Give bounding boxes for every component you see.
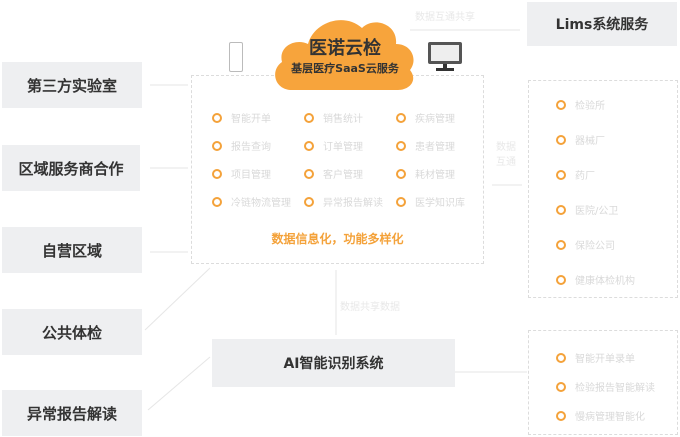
feature-label: 异常报告解读 xyxy=(323,198,383,209)
feature-label: 医学知识库 xyxy=(415,198,465,209)
feature-item: 项目管理 xyxy=(212,166,271,181)
bullet-ring-icon xyxy=(396,140,406,151)
feature-item: 客户管理 xyxy=(304,166,363,181)
feature-item: 异常报告解读 xyxy=(304,194,383,209)
feature-label: 报告查询 xyxy=(231,142,271,153)
left-box-self-operated: 自营区域 xyxy=(2,227,142,273)
bullet-ring-icon xyxy=(304,196,314,207)
bullet-ring-icon xyxy=(396,112,406,123)
ai-feature-item: 智能开单录单 xyxy=(556,350,635,365)
bullet-ring-icon xyxy=(556,169,566,180)
cloud-subtitle: 基层医疗SaaS云服务 xyxy=(291,62,399,75)
bullet-ring-icon xyxy=(396,168,406,179)
feature-label: 疾病管理 xyxy=(415,114,455,125)
feature-item: 冷链物流管理 xyxy=(212,194,291,209)
partner-item: 健康体检机构 xyxy=(556,272,635,287)
partner-item: 药厂 xyxy=(556,167,595,182)
partner-label: 器械厂 xyxy=(575,136,605,147)
ai-feature-label: 检验报告智能解读 xyxy=(575,383,655,394)
bullet-ring-icon xyxy=(304,168,314,179)
desktop-monitor-icon xyxy=(428,42,462,71)
feature-item: 疾病管理 xyxy=(396,110,455,125)
connector-label-bottom: 数据共享数据 xyxy=(340,302,400,313)
feature-item: 订单管理 xyxy=(304,138,363,153)
feature-item: 医学知识库 xyxy=(396,194,465,209)
feature-label: 销售统计 xyxy=(323,114,363,125)
lims-partner-panel xyxy=(528,80,678,298)
left-box-public-checkup: 公共体检 xyxy=(2,309,142,355)
bullet-ring-icon xyxy=(304,112,314,123)
connector-label-top: 数据互通共享 xyxy=(415,12,475,23)
partner-item: 器械厂 xyxy=(556,132,605,147)
bullet-ring-icon xyxy=(212,168,222,179)
ai-feature-label: 智能开单录单 xyxy=(575,354,635,365)
ai-recognition-box: AI智能识别系统 xyxy=(212,339,455,387)
feature-label: 订单管理 xyxy=(323,142,363,153)
ai-feature-item: 慢病管理智能化 xyxy=(556,408,645,423)
ai-feature-panel xyxy=(528,330,678,435)
partner-label: 保险公司 xyxy=(575,241,615,252)
connector-label-middle: 数据 互通 xyxy=(496,142,516,168)
partner-item: 保险公司 xyxy=(556,237,615,252)
feature-label: 项目管理 xyxy=(231,170,271,181)
cloud-title: 医诺云检 xyxy=(309,38,381,59)
partner-label: 药厂 xyxy=(575,171,595,182)
bullet-ring-icon xyxy=(396,196,406,207)
bullet-ring-icon xyxy=(556,239,566,250)
bullet-ring-icon xyxy=(212,112,222,123)
ai-feature-label: 慢病管理智能化 xyxy=(575,412,645,423)
bullet-ring-icon xyxy=(212,196,222,207)
bullet-ring-icon xyxy=(304,140,314,151)
bullet-ring-icon xyxy=(556,204,566,215)
left-box-abnormal-report: 异常报告解读 xyxy=(2,390,142,436)
bullet-ring-icon xyxy=(556,352,566,363)
feature-label: 智能开单 xyxy=(231,114,271,125)
mobile-phone-icon xyxy=(229,42,243,72)
bullet-ring-icon xyxy=(212,140,222,151)
feature-label: 耗材管理 xyxy=(415,170,455,181)
feature-item: 销售统计 xyxy=(304,110,363,125)
feature-item: 报告查询 xyxy=(212,138,271,153)
left-box-third-party-lab: 第三方实验室 xyxy=(2,62,142,108)
bullet-ring-icon xyxy=(556,99,566,110)
ai-feature-item: 检验报告智能解读 xyxy=(556,379,655,394)
lims-box: Lims系统服务 xyxy=(527,2,677,46)
feature-label: 冷链物流管理 xyxy=(231,198,291,209)
left-box-regional-partner: 区域服务商合作 xyxy=(2,145,140,191)
center-caption: 数据信息化，功能多样化 xyxy=(271,232,404,246)
bullet-ring-icon xyxy=(556,134,566,145)
feature-item: 患者管理 xyxy=(396,138,455,153)
feature-label: 患者管理 xyxy=(415,142,455,153)
bullet-ring-icon xyxy=(556,381,566,392)
bullet-ring-icon xyxy=(556,410,566,421)
feature-item: 智能开单 xyxy=(212,110,271,125)
partner-label: 检验所 xyxy=(575,101,605,112)
bullet-ring-icon xyxy=(556,274,566,285)
partner-item: 检验所 xyxy=(556,97,605,112)
feature-item: 耗材管理 xyxy=(396,166,455,181)
partner-label: 医院/公卫 xyxy=(575,206,619,217)
feature-label: 客户管理 xyxy=(323,170,363,181)
partner-label: 健康体检机构 xyxy=(575,276,635,287)
partner-item: 医院/公卫 xyxy=(556,202,618,217)
cloud-shape xyxy=(275,20,414,91)
